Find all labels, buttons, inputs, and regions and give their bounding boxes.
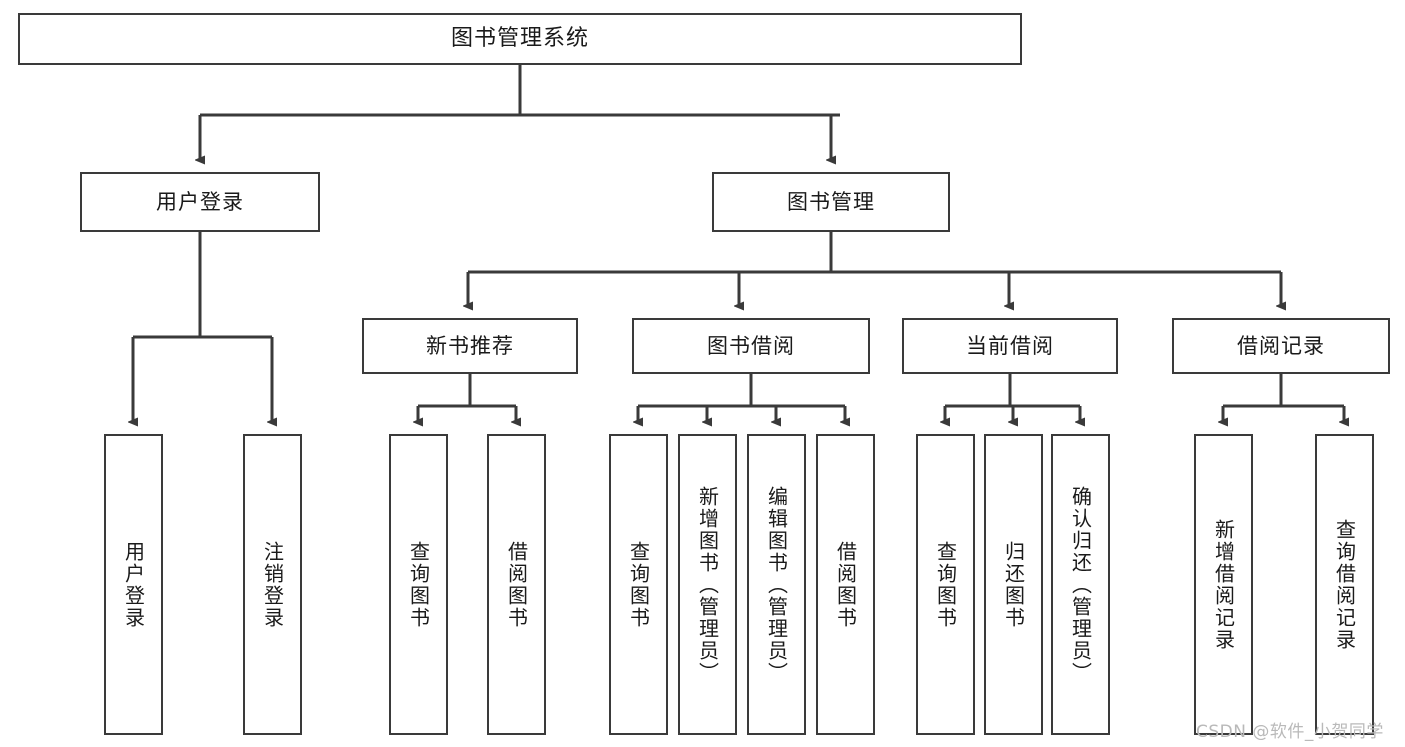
leaf-label: 确认归还（管理员） xyxy=(1068,485,1093,684)
leaf-node[interactable]: 确认归还（管理员） xyxy=(1051,434,1110,735)
leaf-node[interactable]: 新增图书（管理员） xyxy=(678,434,737,735)
leaf-label: 借阅图书 xyxy=(833,540,858,629)
leaf-label: 借阅图书 xyxy=(504,540,529,629)
leaf-node[interactable]: 新增借阅记录 xyxy=(1194,434,1253,735)
leaf-label: 归还图书 xyxy=(1001,540,1026,629)
leaf-node[interactable]: 归还图书 xyxy=(984,434,1043,735)
leaf-label: 查询借阅记录 xyxy=(1332,518,1357,651)
node-book-management[interactable]: 图书管理 xyxy=(712,172,950,232)
leaf-label: 编辑图书（管理员） xyxy=(764,485,789,684)
leaf-node[interactable]: 注销登录 xyxy=(243,434,302,735)
leaf-label: 注销登录 xyxy=(260,540,285,629)
leaf-node[interactable]: 查询借阅记录 xyxy=(1315,434,1374,735)
node-book-borrow[interactable]: 图书借阅 xyxy=(632,318,870,374)
leaf-node[interactable]: 查询图书 xyxy=(389,434,448,735)
leaf-label: 新增借阅记录 xyxy=(1211,518,1236,651)
leaf-node[interactable]: 查询图书 xyxy=(609,434,668,735)
leaf-label: 查询图书 xyxy=(406,540,431,629)
node-borrow-records[interactable]: 借阅记录 xyxy=(1172,318,1390,374)
node-user-login[interactable]: 用户登录 xyxy=(80,172,320,232)
node-current-borrow[interactable]: 当前借阅 xyxy=(902,318,1118,374)
leaf-node[interactable]: 借阅图书 xyxy=(816,434,875,735)
node-new-book-recommend[interactable]: 新书推荐 xyxy=(362,318,578,374)
leaf-node[interactable]: 编辑图书（管理员） xyxy=(747,434,806,735)
leaf-node[interactable]: 借阅图书 xyxy=(487,434,546,735)
leaf-label: 新增图书（管理员） xyxy=(695,485,720,684)
leaf-node[interactable]: 查询图书 xyxy=(916,434,975,735)
leaf-label: 查询图书 xyxy=(933,540,958,629)
node-root[interactable]: 图书管理系统 xyxy=(18,13,1022,65)
leaf-node[interactable]: 用户登录 xyxy=(104,434,163,735)
csdn-watermark: CSDN @软件_小贺同学 xyxy=(1196,722,1384,742)
leaf-label: 查询图书 xyxy=(626,540,651,629)
leaf-label: 用户登录 xyxy=(121,540,146,629)
